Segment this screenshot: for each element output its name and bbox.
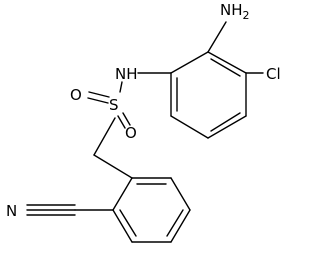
bond bbox=[210, 112, 241, 132]
bond bbox=[170, 177, 191, 211]
bond bbox=[93, 117, 116, 156]
oxygen-label-right: O bbox=[125, 124, 137, 142]
bond bbox=[122, 112, 131, 126]
bond bbox=[117, 115, 126, 129]
sulfur-label: S bbox=[109, 96, 119, 114]
bond bbox=[170, 51, 209, 74]
benzonitrile-ring bbox=[112, 177, 191, 243]
bond bbox=[119, 81, 123, 93]
oxygen-label-left: O bbox=[70, 86, 82, 104]
aniline-ring bbox=[170, 51, 247, 139]
bond bbox=[207, 51, 247, 74]
bond bbox=[166, 209, 184, 237]
bond bbox=[207, 115, 247, 139]
bond bbox=[170, 209, 191, 243]
bond bbox=[119, 209, 137, 237]
chlorine-label: Cl bbox=[266, 65, 281, 83]
bond bbox=[112, 209, 133, 243]
bond bbox=[87, 97, 109, 104]
bond bbox=[210, 58, 241, 77]
bond bbox=[88, 91, 110, 98]
sulfonamide-nh-label: NH bbox=[115, 65, 138, 83]
chemical-structure: NH2 Cl NH O S O N bbox=[6, 1, 281, 243]
bond bbox=[112, 177, 133, 211]
bond bbox=[170, 115, 209, 139]
nitrile-nitrogen-label: N bbox=[6, 202, 17, 220]
amine-label: NH2 bbox=[220, 1, 250, 22]
bond bbox=[93, 154, 133, 179]
bond bbox=[207, 21, 227, 53]
